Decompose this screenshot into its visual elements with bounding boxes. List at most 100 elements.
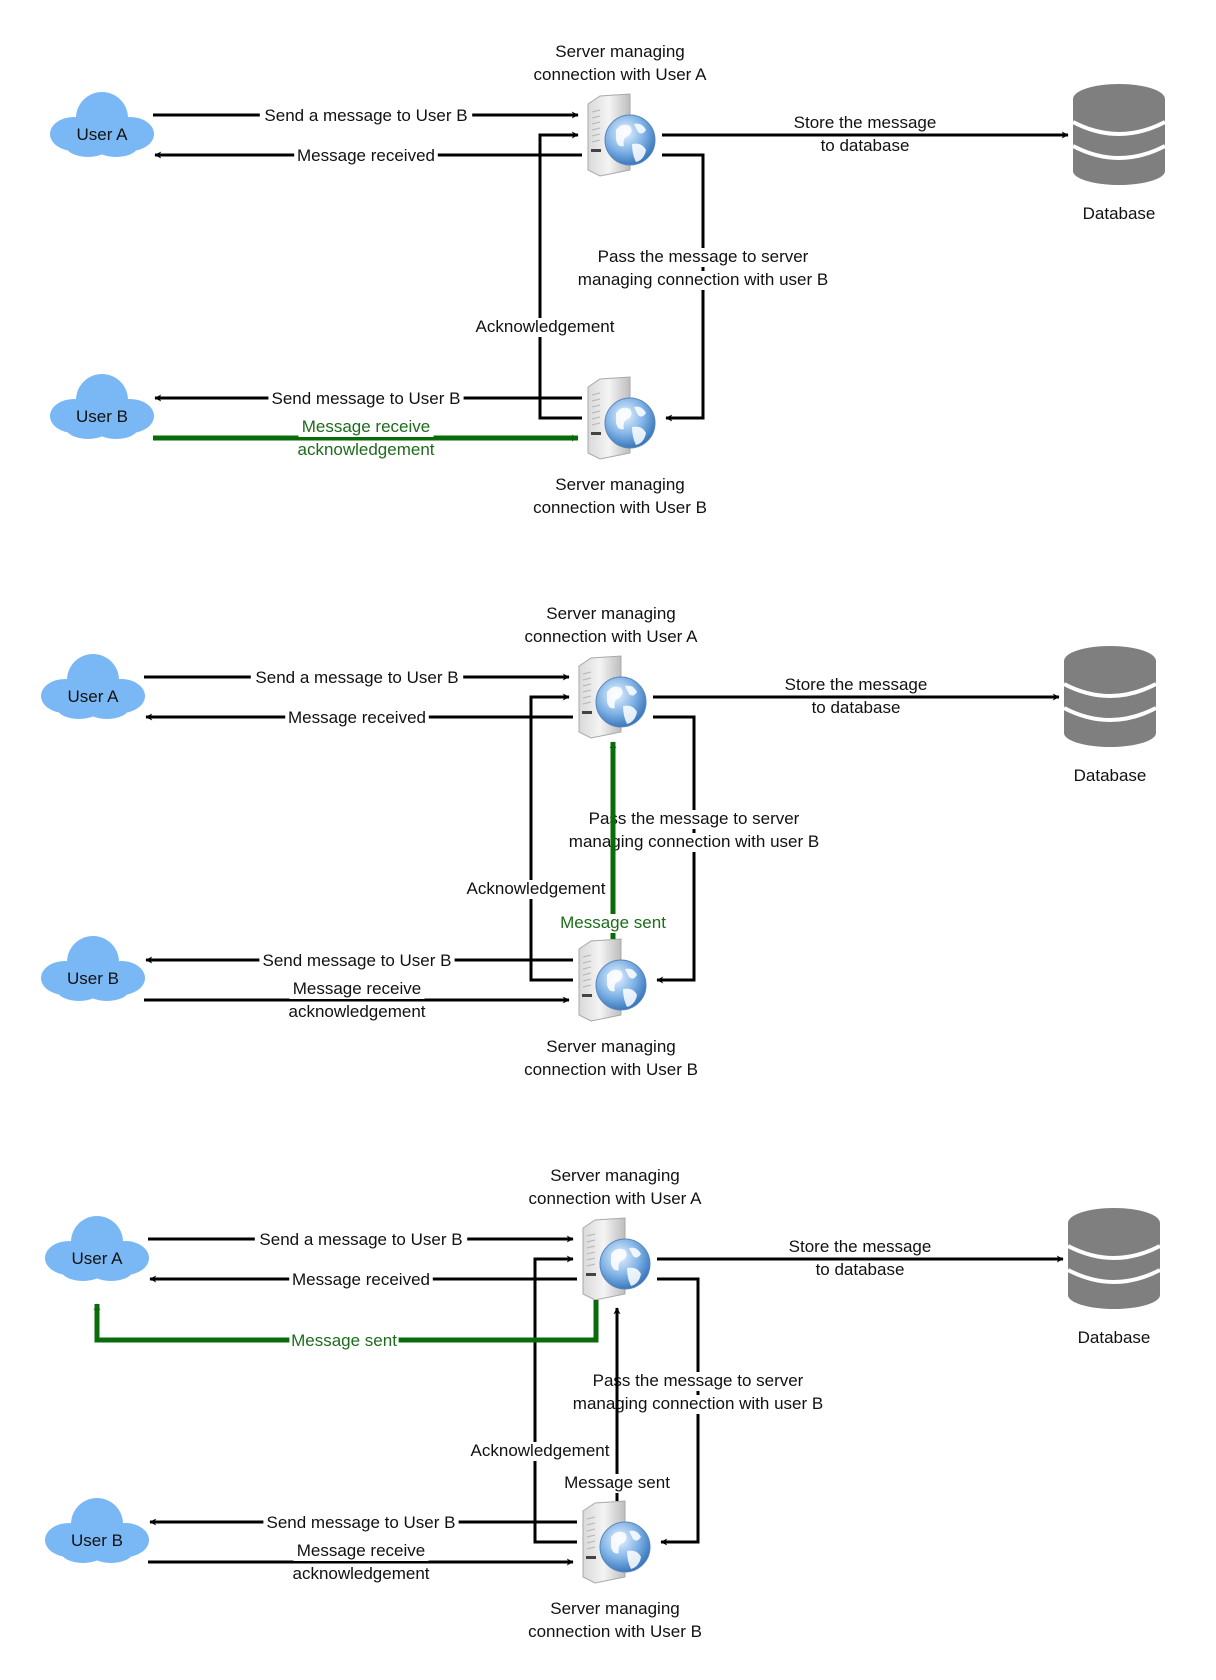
edge-store-label-bg [779, 676, 933, 695]
edge-pass-label-line: Pass the message to server [598, 247, 809, 266]
edge-store-label-bg [788, 114, 942, 133]
server-b-label-line: connection with User B [533, 498, 707, 517]
server-vent [586, 1233, 596, 1237]
edge-received-label: Message received [285, 708, 429, 728]
server-vent [582, 972, 592, 976]
user-label: User B [71, 1531, 123, 1550]
edge-ack-label-line: Acknowledgement [471, 1441, 610, 1460]
edge-deliver-to-b-label-line: Send message to User B [267, 1513, 456, 1532]
server-a-label-line: connection with User A [534, 65, 708, 84]
cloud-shape [85, 979, 129, 1001]
cloud-shape [89, 1541, 133, 1563]
server-vent [586, 1251, 596, 1255]
globe-icon [599, 1238, 651, 1290]
server-vent [582, 677, 592, 681]
server-a[interactable] [582, 1217, 651, 1301]
edge-pass-label-line: managing connection with user B [569, 832, 819, 851]
server-vent [591, 127, 601, 131]
edge-pass-label-bg [557, 833, 831, 852]
edge-send-to-b-label-bg [254, 1231, 468, 1250]
server-b[interactable] [582, 1500, 651, 1584]
server-b[interactable] [587, 376, 656, 460]
server-drive-slot [586, 1273, 596, 1276]
user-label: User A [76, 125, 128, 144]
server-vent [582, 978, 592, 982]
edge-receive-ack-label-bg [298, 418, 434, 437]
server-vent [586, 1522, 596, 1526]
globe-continents [607, 968, 637, 1007]
server-a[interactable] [578, 655, 647, 739]
edge-message-sent-label-bg [558, 914, 668, 933]
user-a-cloud[interactable]: User A [50, 92, 154, 157]
server-drive-slot [591, 432, 601, 435]
edge-ack-label-bg [477, 318, 613, 337]
database-top [1064, 646, 1156, 676]
server-a-label-line: Server managing [550, 1166, 679, 1185]
server-vent [586, 1540, 596, 1544]
edge-deliver-to-b-label-line: Send message to User B [263, 951, 452, 970]
edge-pass-label-bg [588, 248, 818, 267]
database-bottom [1073, 157, 1165, 185]
edge-message-sent-to-user-a-label-line: Message sent [291, 1331, 397, 1350]
database[interactable]: Database [1072, 84, 1166, 223]
edge-received-label: Message received [289, 1270, 433, 1290]
edge-receive-ack-label-line: acknowledgement [288, 1002, 425, 1021]
user-a-cloud[interactable]: User A [45, 1216, 149, 1281]
edge-send-to-b-label: Send a message to User B [259, 106, 473, 126]
edge-ack-label-bg [468, 880, 604, 899]
user-b-cloud[interactable]: User B [45, 1498, 149, 1563]
server-vent [586, 1528, 596, 1532]
server-drive-slot [591, 149, 601, 152]
panel-step-2: User A User B Database Server managing conne… [41, 604, 1157, 1079]
database-ring [1072, 120, 1166, 136]
database[interactable]: Database [1067, 1208, 1161, 1347]
server-drive-slot [582, 711, 592, 714]
edge-receive-ack-label-bg [289, 980, 425, 999]
edge-ack [538, 131, 582, 420]
server-vent [586, 1263, 596, 1267]
edge-receive-ack-label-bg [293, 1565, 429, 1584]
server-a[interactable] [587, 93, 656, 177]
database[interactable]: Database [1063, 646, 1157, 785]
edge-store-label-bg [805, 699, 907, 718]
edge-store-label-line: to database [816, 1260, 905, 1279]
database-bottom [1064, 719, 1156, 747]
user-a-cloud[interactable]: User A [41, 654, 145, 719]
server-vent [582, 671, 592, 675]
edge-store-label-bg [814, 137, 916, 156]
user-label: User A [71, 1249, 123, 1268]
edge-deliver-to-b-label-bg [268, 390, 464, 409]
globe-continents [611, 1530, 641, 1569]
server-vent [591, 404, 601, 408]
edge-received-label-line: Message received [288, 708, 426, 727]
database-ring [1067, 1268, 1161, 1284]
server-b[interactable] [578, 938, 647, 1022]
edge-store-label-bg [809, 1261, 911, 1280]
edge-receive-ack-label-line: Message receive [297, 1541, 426, 1560]
edge-received-label-line: Message received [292, 1270, 430, 1289]
server-a-label-line: Server managing [546, 604, 675, 623]
cloud-shape [94, 135, 138, 157]
edge-receive-ack-label-line: Message receive [302, 417, 431, 436]
user-b-cloud[interactable]: User B [41, 936, 145, 1001]
user-b-cloud[interactable]: User B [50, 374, 154, 439]
globe-continents [607, 685, 637, 724]
server-a-label-line: connection with User A [525, 627, 699, 646]
server-vent [586, 1257, 596, 1261]
server-vent [591, 422, 601, 426]
user-label: User B [67, 969, 119, 988]
database-label: Database [1078, 1328, 1151, 1347]
edge-ack [533, 1255, 577, 1544]
server-vent [582, 701, 592, 705]
edge-pass-label-bg [579, 810, 809, 829]
server-drive-slot [582, 994, 592, 997]
server-vent [586, 1239, 596, 1243]
cloud-shape [89, 1259, 133, 1281]
